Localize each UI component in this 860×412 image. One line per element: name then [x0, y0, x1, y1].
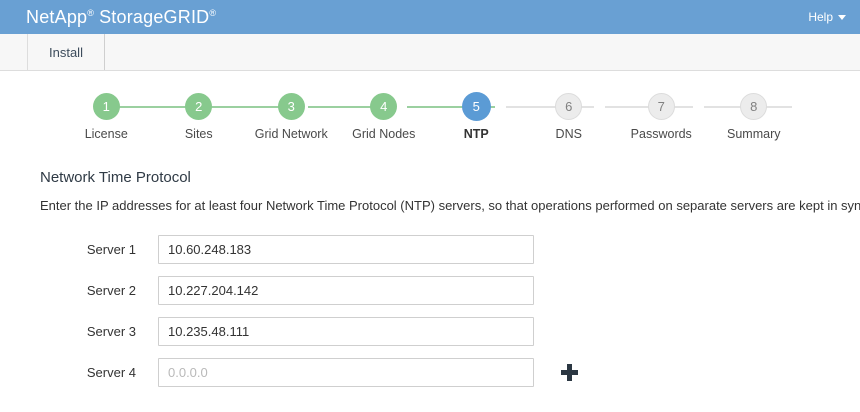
step-label-4: Grid Nodes — [352, 127, 416, 141]
step-circle-7: 7 — [647, 93, 675, 120]
server-2-input[interactable] — [158, 276, 534, 305]
step-label-5: NTP — [463, 127, 489, 141]
server-3-input[interactable] — [158, 317, 534, 346]
step-label-3: Grid Network — [254, 127, 328, 141]
registered-mark-1: ® — [87, 7, 94, 18]
tab-gutter — [0, 34, 28, 70]
wizard-step-grid-network[interactable]: 3 Grid Network — [245, 93, 338, 141]
step-label-2: Sites — [184, 127, 213, 141]
step-circle-2: 2 — [185, 93, 213, 120]
plus-icon[interactable] — [560, 363, 580, 383]
wizard-step-grid-nodes[interactable]: 4 Grid Nodes — [338, 93, 431, 141]
step-number-1: 1 — [102, 99, 110, 114]
ntp-server-row-4: Server 4 — [40, 358, 860, 387]
server-1-label: Server 1 — [86, 242, 136, 257]
step-label-6: DNS — [555, 127, 582, 141]
wizard-step-sites[interactable]: 2 Sites — [153, 93, 246, 141]
step-number-7: 7 — [657, 99, 665, 114]
brand-name: NetApp — [26, 6, 88, 27]
server-4-label: Server 4 — [86, 365, 136, 380]
tab-filler — [104, 34, 860, 70]
step-number-3: 3 — [287, 99, 295, 114]
step-number-6: 6 — [565, 99, 573, 114]
wizard-step-passwords[interactable]: 7 Passwords — [615, 93, 708, 141]
step-number-4: 4 — [380, 99, 388, 114]
step-label-7: Passwords — [630, 127, 692, 141]
step-number-8: 8 — [750, 99, 758, 114]
ntp-server-row-2: Server 2 — [40, 276, 860, 305]
chevron-down-icon — [838, 14, 846, 20]
ntp-server-row-1: Server 1 — [40, 235, 860, 264]
tab-install[interactable]: Install — [28, 34, 105, 70]
tab-bar: Install — [0, 34, 860, 71]
connector-2-3 — [209, 106, 297, 108]
step-circle-3: 3 — [277, 93, 305, 120]
app-header: NetApp® StorageGRID® Help — [0, 0, 860, 34]
step-circle-8: 8 — [740, 93, 768, 120]
brand-product: StorageGRID — [99, 6, 210, 27]
step-circle-6: 6 — [555, 93, 583, 120]
wizard-progress: 1 License 2 Sites 3 Grid Network 4 Grid … — [0, 92, 860, 161]
ntp-server-row-3: Server 3 — [40, 317, 860, 346]
step-circle-4: 4 — [370, 93, 398, 120]
wizard-step-ntp[interactable]: 5 NTP — [430, 92, 523, 141]
main-content: Network Time Protocol Enter the IP addre… — [0, 161, 860, 387]
wizard-step-summary[interactable]: 8 Summary — [708, 93, 801, 141]
step-label-8: Summary — [727, 127, 781, 141]
connector-3-4 — [308, 106, 396, 108]
wizard-step-dns[interactable]: 6 DNS — [523, 93, 616, 141]
connector-1-2 — [110, 106, 198, 108]
wizard-step-license[interactable]: 1 License — [60, 93, 153, 141]
registered-mark-2: ® — [209, 7, 216, 18]
brand-logo: NetApp® StorageGRID® — [26, 7, 216, 28]
connector-5-6 — [506, 106, 594, 108]
wizard-steps: 1 License 2 Sites 3 Grid Network 4 Grid … — [0, 92, 860, 141]
step-circle-1: 1 — [92, 93, 120, 120]
help-label: Help — [808, 10, 833, 24]
step-label-1: License — [84, 127, 128, 141]
tab-install-label: Install — [49, 44, 83, 60]
step-number-5: 5 — [472, 99, 480, 114]
step-number-2: 2 — [195, 99, 203, 114]
server-4-input[interactable] — [158, 358, 534, 387]
server-1-input[interactable] — [158, 235, 534, 264]
connector-4-5 — [407, 106, 495, 108]
server-2-label: Server 2 — [86, 283, 136, 298]
step-circle-5: 5 — [461, 92, 491, 121]
page-title: Network Time Protocol — [40, 169, 191, 186]
server-3-label: Server 3 — [86, 324, 136, 339]
help-menu[interactable]: Help — [808, 0, 846, 34]
page-description: Enter the IP addresses for at least four… — [40, 198, 860, 213]
